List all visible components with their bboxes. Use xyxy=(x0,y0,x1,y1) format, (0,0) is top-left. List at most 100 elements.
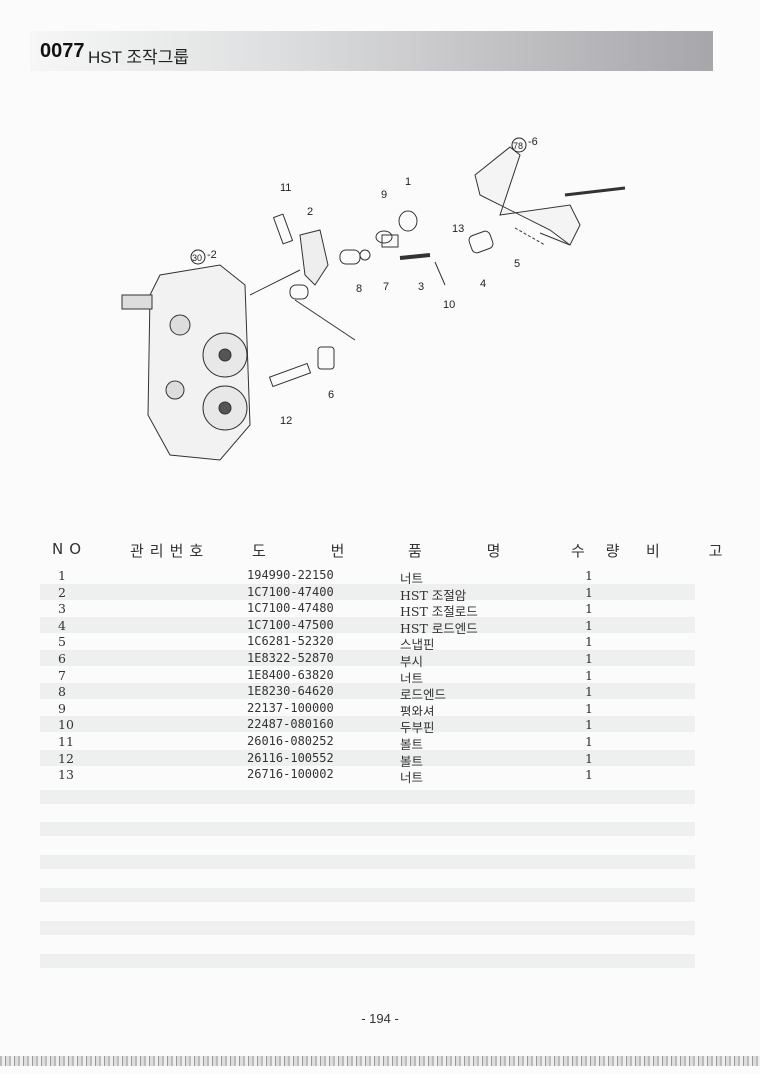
row-quantity: 1 xyxy=(585,684,593,700)
callout-30: 30 xyxy=(192,253,202,263)
row-no: 5 xyxy=(58,634,66,650)
group-code: 0077 xyxy=(40,40,85,62)
table-row: 7 1E8400-63820 너트 1 xyxy=(40,667,695,686)
row-quantity: 1 xyxy=(585,634,593,650)
row-part-name: 로드엔드 xyxy=(400,687,447,703)
callout-1: 1 xyxy=(405,176,411,188)
row-quantity: 1 xyxy=(585,700,593,716)
lever-78-6 xyxy=(474,146,626,246)
table-row: 2 1C7100-47400 HST 조절암 1 xyxy=(40,583,695,603)
empty-row xyxy=(40,954,695,968)
callout-78: 78 xyxy=(513,141,523,151)
callout-13: 13 xyxy=(452,223,464,235)
scan-edge-strip xyxy=(0,1056,760,1066)
callout-9: 9 xyxy=(381,189,387,201)
row-part-name: 너트 xyxy=(400,571,424,586)
row-no: 7 xyxy=(58,667,66,683)
row-quantity: 1 xyxy=(585,717,593,733)
table-row: 10 22487-080160 두부핀 1 xyxy=(40,716,695,735)
exploded-parts-diagram: 11 2 9 1 13 78 -6 30 -2 8 7 3 4 5 10 6 1… xyxy=(121,136,626,461)
row-no: 3 xyxy=(58,601,66,617)
row-quantity: 1 xyxy=(585,568,593,583)
row-part-name: 너트 xyxy=(400,670,424,686)
callout-78-suffix: -6 xyxy=(528,136,538,148)
table-row: 9 22137-100000 평와셔 1 xyxy=(40,700,695,719)
row-part-name: HST 조절암 xyxy=(400,587,467,603)
row-part-number: 1C6281-52320 xyxy=(247,634,334,649)
row-no: 6 xyxy=(58,651,66,666)
callout-30-suffix: -2 xyxy=(207,249,217,261)
row-part-number: 1E8400-63820 xyxy=(247,667,334,682)
row-part-name: 평와셔 xyxy=(400,703,435,719)
row-part-name: 부시 xyxy=(400,654,424,669)
callout-12: 12 xyxy=(280,415,292,427)
row-part-name: 너트 xyxy=(400,770,424,786)
row-part-number: 1E8322-52870 xyxy=(247,651,334,665)
row-no: 10 xyxy=(58,717,74,733)
page-number: - 194 - xyxy=(361,1011,399,1026)
empty-row xyxy=(40,921,695,935)
row-quantity: 1 xyxy=(585,767,593,783)
callout-7: 7 xyxy=(383,281,389,293)
empty-row xyxy=(40,822,695,836)
header-qty: 수 량 xyxy=(571,542,628,560)
row-no: 12 xyxy=(58,750,74,766)
callout-6: 6 xyxy=(328,389,334,401)
table-row: 6 1E8322-52870 부시 1 xyxy=(40,650,695,669)
row-no: 1 xyxy=(58,568,66,583)
row-part-number: 26716-100002 xyxy=(247,767,334,782)
header-part-no: 도 번 xyxy=(252,542,375,560)
row-no: 13 xyxy=(58,767,74,783)
row-part-number: 22137-100000 xyxy=(247,700,334,715)
row-quantity: 1 xyxy=(585,584,593,600)
header-mgmt-no: 관리번호 xyxy=(130,542,210,560)
header-no: NO xyxy=(52,540,88,558)
row-part-number: 22487-080160 xyxy=(247,717,334,732)
row-no: 11 xyxy=(58,734,74,749)
table-row: 13 26716-100002 너트 1 xyxy=(40,766,695,785)
table-row: 3 1C7100-47480 HST 조절로드 1 xyxy=(40,600,695,619)
row-part-number: 194990-22150 xyxy=(247,568,334,582)
row-part-name: 두부핀 xyxy=(400,720,435,736)
row-quantity: 1 xyxy=(585,667,593,683)
row-part-number: 1C7100-47400 xyxy=(247,584,334,599)
header-bar xyxy=(30,31,713,71)
row-part-number: 1E8230-64620 xyxy=(247,684,334,699)
row-quantity: 1 xyxy=(585,601,593,617)
callout-8: 8 xyxy=(356,283,362,295)
row-part-name: 볼트 xyxy=(400,753,424,769)
table-row: 11 26016-080252 볼트 1 xyxy=(40,733,695,752)
row-quantity: 1 xyxy=(585,651,593,666)
linkage-parts xyxy=(249,210,546,388)
empty-row xyxy=(40,888,695,902)
row-part-number: 1C7100-47500 xyxy=(247,617,334,632)
callout-2: 2 xyxy=(307,206,313,218)
callout-3: 3 xyxy=(418,281,424,293)
header-remarks: 비 고 xyxy=(646,542,745,560)
row-part-number: 26016-080252 xyxy=(247,734,334,748)
row-no: 4 xyxy=(58,617,66,633)
row-quantity: 1 xyxy=(585,734,593,749)
row-part-name: HST 조절로드 xyxy=(400,604,478,620)
row-part-name: HST 로드엔드 xyxy=(400,620,478,636)
row-part-name: 스냅핀 xyxy=(400,637,435,653)
row-part-number: 1C7100-47480 xyxy=(247,601,334,616)
hst-pump-body xyxy=(121,264,251,461)
empty-row xyxy=(40,790,695,804)
group-title: HST 조작그룹 xyxy=(88,48,189,67)
empty-row xyxy=(40,855,695,869)
table-row: 8 1E8230-64620 로드엔드 1 xyxy=(40,683,695,702)
callout-10: 10 xyxy=(443,299,455,311)
row-no: 9 xyxy=(58,700,66,716)
table-row: 5 1C6281-52320 스냅핀 1 xyxy=(40,633,695,652)
row-quantity: 1 xyxy=(585,750,593,766)
callout-labels: 11 2 9 1 13 78 -6 30 -2 8 7 3 4 5 10 6 1… xyxy=(190,136,538,427)
row-part-name: 볼트 xyxy=(400,737,424,752)
row-no: 2 xyxy=(58,584,66,600)
header-part-name: 품 명 xyxy=(408,542,531,560)
callout-11: 11 xyxy=(280,182,291,194)
row-no: 8 xyxy=(58,684,66,700)
